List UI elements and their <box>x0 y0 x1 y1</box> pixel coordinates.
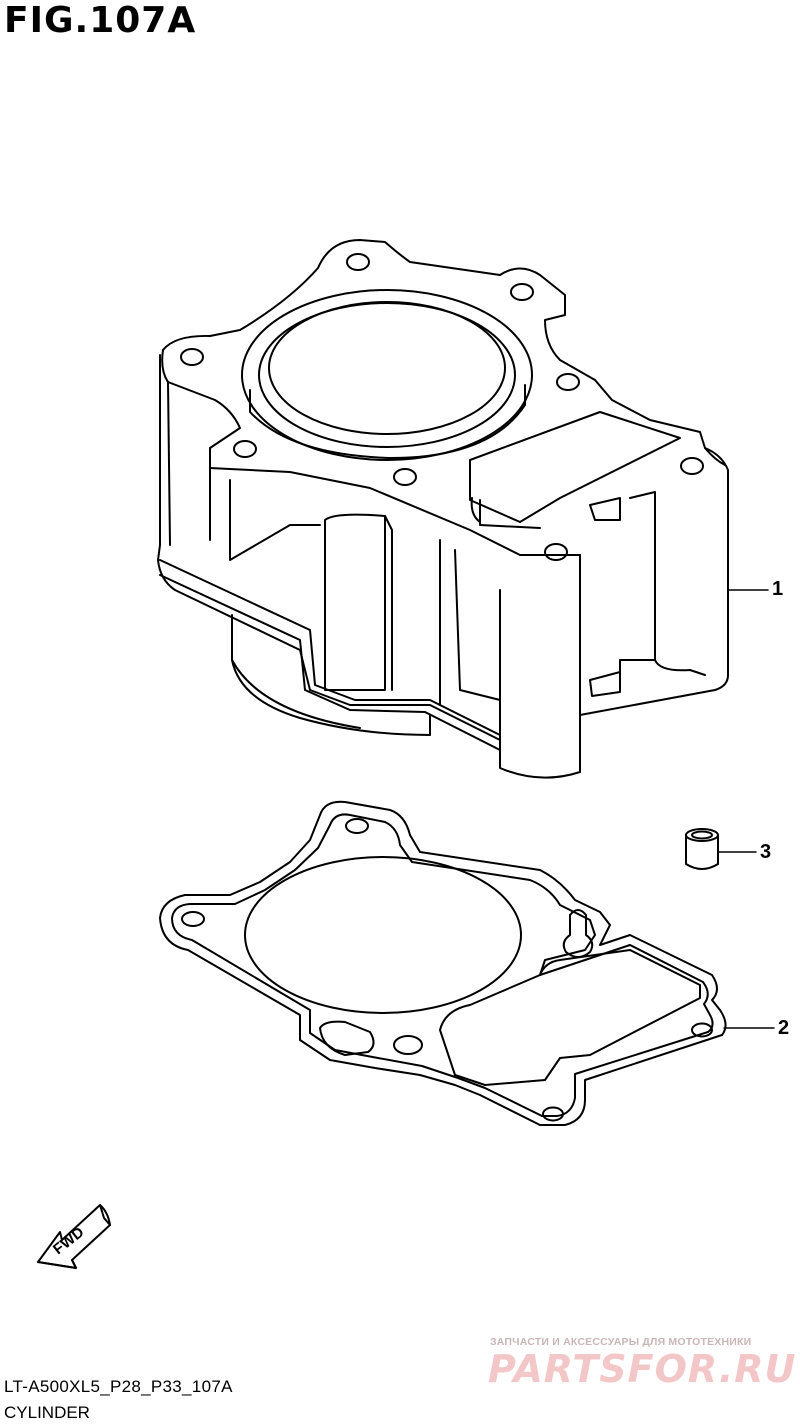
bolt-hole <box>680 457 704 475</box>
cylinder-sleeve <box>231 614 431 736</box>
callout-2: 2 <box>778 1017 790 1039</box>
gasket-slot <box>562 909 594 958</box>
bolt-hole <box>180 348 204 366</box>
diagram-code: LT-A500XL5_P28_P33_107A <box>4 1377 233 1396</box>
gasket-bolt-hole <box>691 1022 713 1038</box>
gasket-bore <box>244 856 522 1014</box>
gasket-bolt-hole <box>542 1106 564 1122</box>
bolt-hole <box>544 543 568 561</box>
cylinder-rib <box>324 513 386 691</box>
gasket-oil-passage <box>319 1020 375 1056</box>
bolt-hole <box>346 253 370 271</box>
figure-title: FIG.107A <box>4 0 197 41</box>
watermark-logo: PARTSFOR.RU <box>488 1347 797 1391</box>
bolt-hole <box>556 373 580 391</box>
cylinder-bore <box>241 289 533 461</box>
gasket-chain-opening <box>439 949 701 1086</box>
cylinder-body-outline <box>157 354 729 779</box>
gasket-bolt-hole <box>181 911 205 927</box>
cylinder-part[interactable] <box>157 239 729 779</box>
callout-3: 3 <box>760 841 772 863</box>
gasket-bolt-hole <box>345 818 369 834</box>
cylinder-top-deck <box>162 239 726 466</box>
cam-chain-tunnel <box>469 411 681 523</box>
watermark-tagline: ЗАПЧАСТИ И АКСЕССУАРЫ ДЛЯ МОТОТЕХНИКИ <box>490 1336 752 1348</box>
dowel-pin-part[interactable] <box>685 828 719 870</box>
bolt-hole <box>510 283 534 301</box>
fwd-arrow-icon: FWD <box>37 1204 111 1269</box>
gasket-part[interactable] <box>159 800 727 1126</box>
gasket-outline <box>159 800 727 1126</box>
gasket-bolt-hole <box>393 1035 423 1055</box>
diagram-name: CYLINDER <box>4 1403 90 1422</box>
bolt-hole <box>393 468 417 486</box>
callout-1: 1 <box>772 578 784 600</box>
bolt-hole <box>233 440 257 458</box>
cylinder-base-flange <box>159 559 501 736</box>
